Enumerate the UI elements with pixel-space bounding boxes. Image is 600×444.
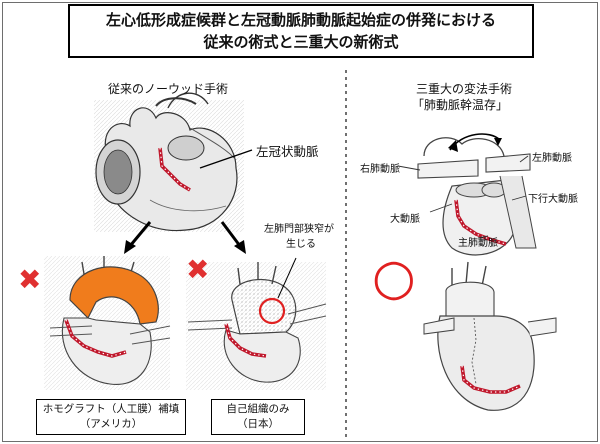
autologous-caption-line-2: （日本） <box>237 418 279 430</box>
modified-heading-line-1: 三重大の変法手術 <box>416 82 513 96</box>
stenosis-circle <box>258 297 286 325</box>
title-line-1: 左心低形成症候群と左冠動脈肺動脈起始症の併発における <box>105 11 496 29</box>
rpa-label: 右肺動脈 <box>360 164 400 175</box>
lpa-label: 左肺動脈 <box>532 153 572 164</box>
stenosis-pointer <box>277 257 297 299</box>
right-label-pointers <box>397 155 529 239</box>
lca-pointer <box>199 149 253 169</box>
stenosis-label-line-1: 左肺門部狭窄が <box>264 224 334 235</box>
stenosis-label-line-2: 生じる <box>286 239 316 250</box>
aorta-label: 大動脈 <box>390 214 420 225</box>
circle-mark-good: ○ <box>372 248 416 306</box>
cross-mark-autologous: ✖ <box>186 253 210 286</box>
title-box: 左心低形成症候群と左冠動脈肺動脈起始症の併発における 従来の術式と三重大の新術式 <box>68 4 534 58</box>
autologous-caption: 自己組織のみ （日本） <box>211 399 305 435</box>
down-arrow-right <box>220 221 246 254</box>
homograft-caption-line-1: ホモグラフト（人工膜）補填 <box>42 403 180 415</box>
norwood-drawing <box>94 92 244 232</box>
autologous-caption-line-1: 自己組織のみ <box>226 403 290 415</box>
mpa-label: 主肺動脈 <box>458 238 498 249</box>
modified-procedure-drawing <box>417 133 537 256</box>
modified-heading-line-2: 「肺動脈幹温存」 <box>412 98 509 112</box>
down-arrow-left <box>124 221 152 254</box>
homograft-caption: ホモグラフト（人工膜）補填 （アメリカ） <box>36 399 186 435</box>
autologous-drawing <box>186 262 327 390</box>
norwood-heading: 従来のノーウッド手術 <box>108 82 229 96</box>
modified-result-drawing <box>423 261 557 411</box>
descending-aorta-label: 下行大動脈 <box>528 194 578 205</box>
title-line-2: 従来の術式と三重大の新術式 <box>203 33 399 51</box>
homograft-caption-line-2: （アメリカ） <box>79 418 143 430</box>
cross-mark-homograft: ✖ <box>18 263 42 296</box>
homograft-drawing <box>44 256 171 390</box>
lca-label: 左冠状動脈 <box>256 144 319 159</box>
